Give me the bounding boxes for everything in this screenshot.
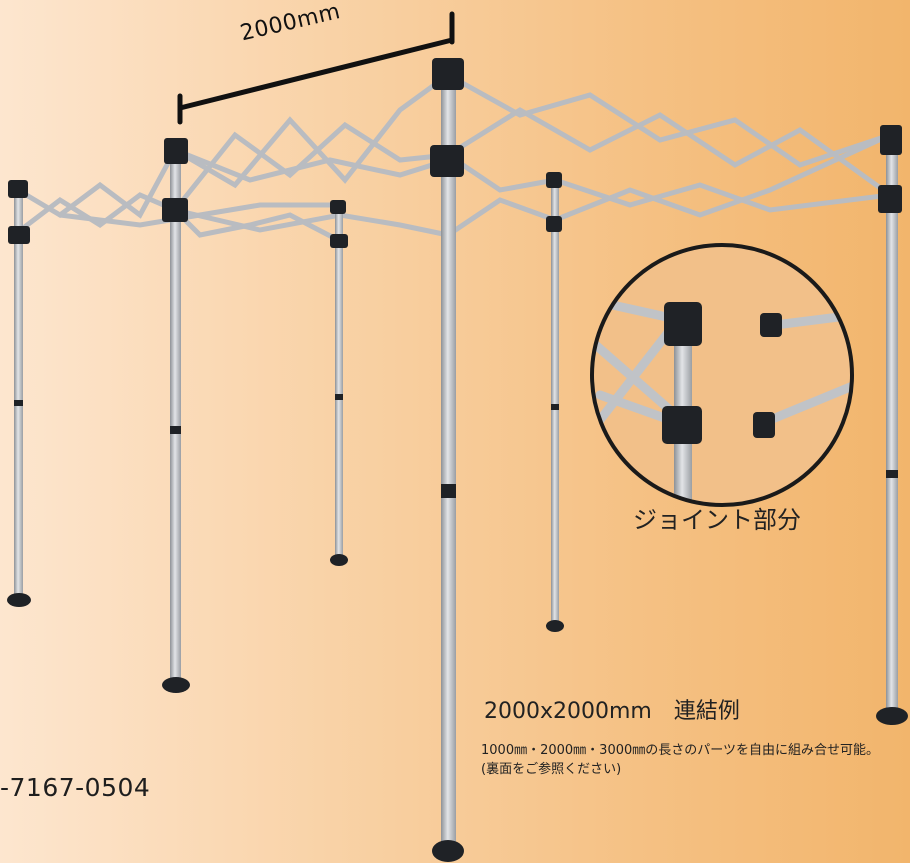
example-title: 2000x2000mm 連結例 [484,699,740,724]
truss-lines [15,72,893,243]
pole-right [886,130,898,710]
joints [7,58,908,862]
phone-number-fragment: -7167-0504 [0,773,151,802]
pole-back-left [335,200,343,560]
dimension-bracket [177,11,455,125]
joint-caption: ジョイント部分 [633,506,801,534]
pole-center [441,65,456,845]
poles [14,65,898,845]
example-note: 1000㎜・2000㎜・3000㎜の長さのパーツを自由に組み合せ可能。(裏面をご… [481,743,879,777]
pole-back-right [551,175,559,625]
joint-detail-magnifier [590,243,854,507]
pole-far-left [14,185,23,595]
pole-left [170,145,181,685]
